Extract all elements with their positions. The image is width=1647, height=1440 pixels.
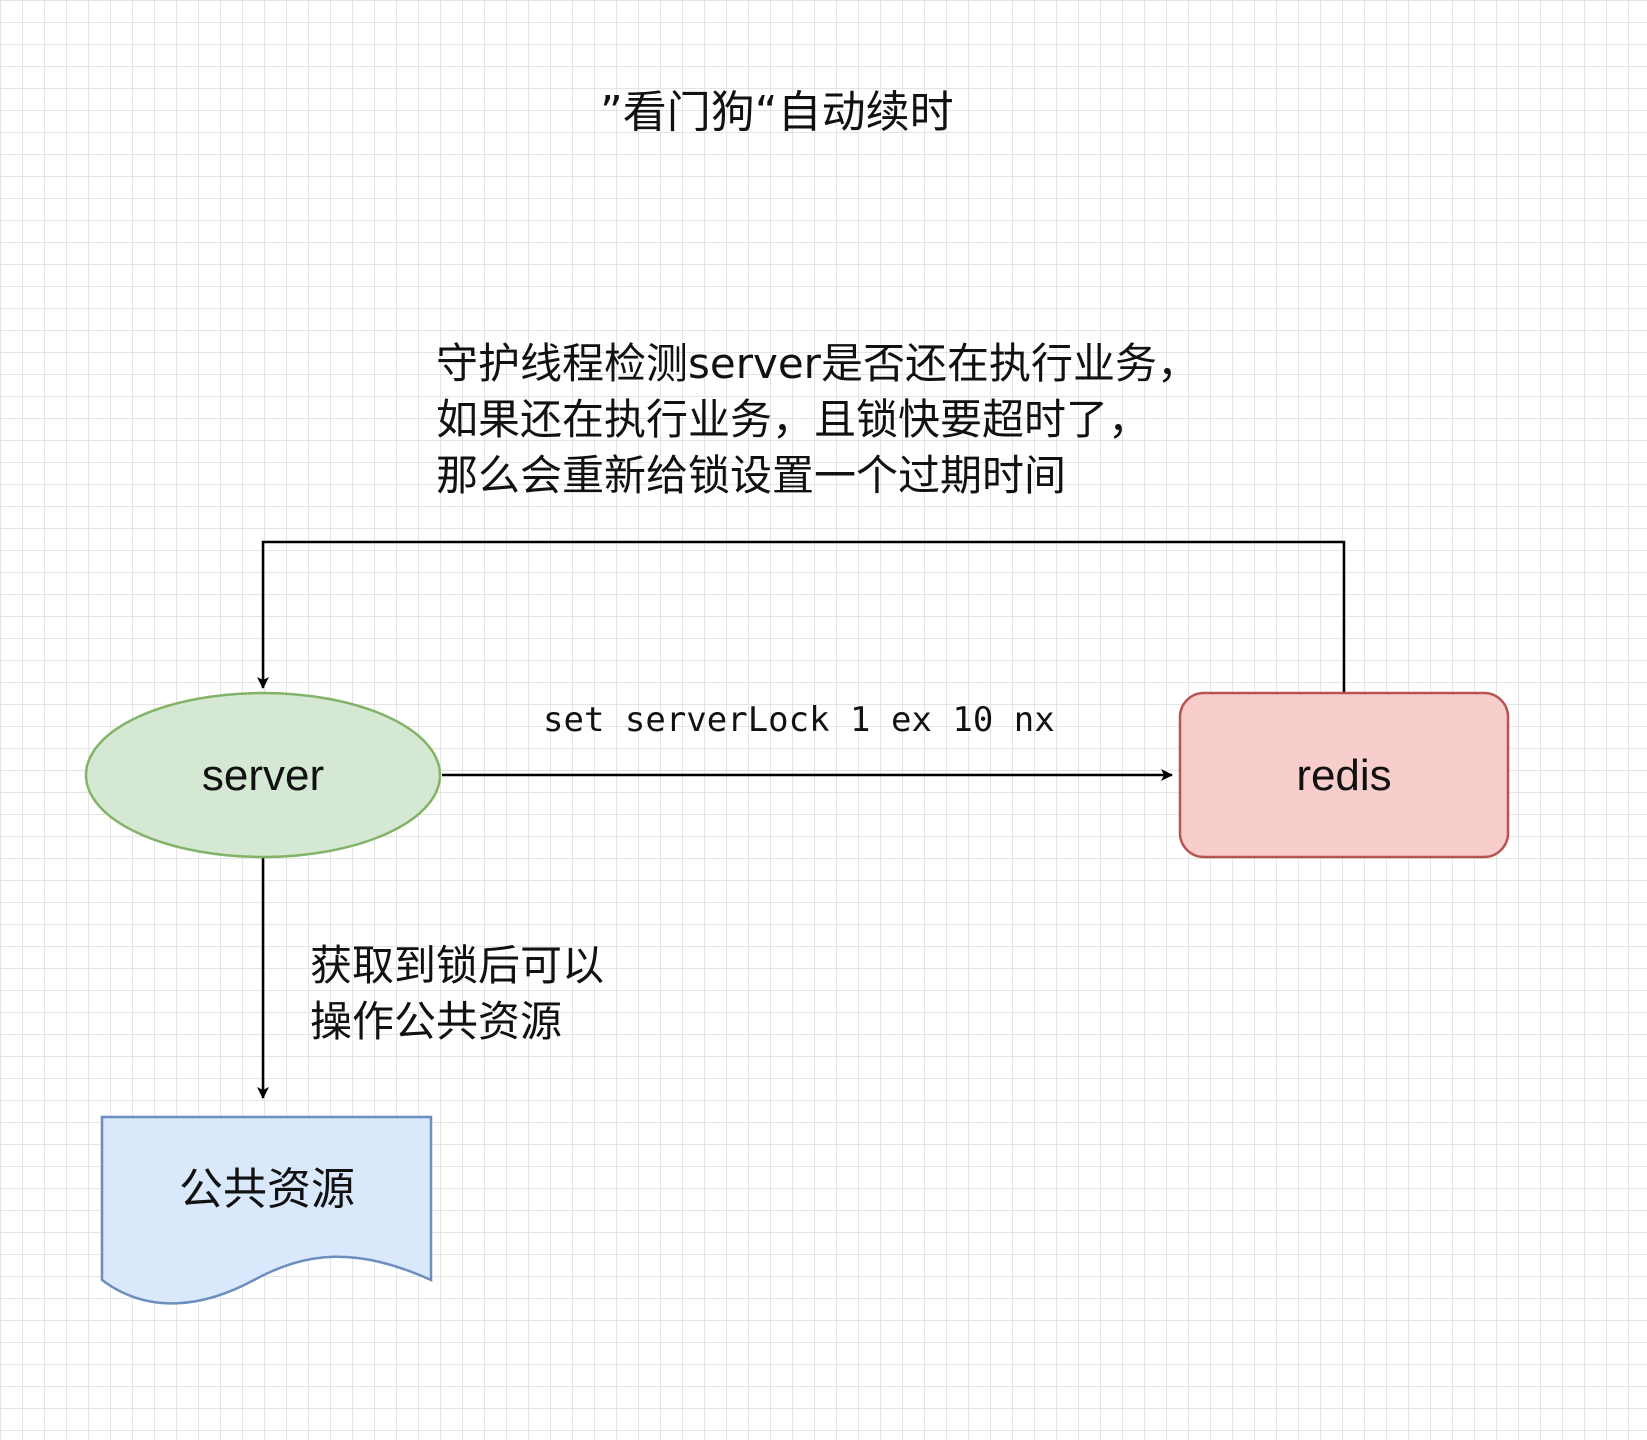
- redis-node-label: redis: [1296, 751, 1392, 800]
- watchdog-note: 守护线程检测server是否还在执行业务， 如果还在执行业务，且锁快要超时了， …: [436, 339, 1199, 500]
- server-node-label: server: [201, 751, 325, 800]
- server-node-shape[interactable]: [84, 691, 442, 859]
- resource-node-label: 公共资源: [179, 1164, 355, 1215]
- watchdog-loop-edge: [257, 540, 1346, 692]
- diagram-title: ”看门狗“自动续时: [600, 87, 954, 138]
- resource-node-shape[interactable]: [100, 1115, 433, 1305]
- acquire-lock-note: 获取到锁后可以 操作公共资源: [310, 941, 605, 1046]
- server-to-redis-edge-label: set serverLock 1 ex 10 nx: [543, 700, 1055, 740]
- redis-node-shape[interactable]: [1178, 691, 1510, 859]
